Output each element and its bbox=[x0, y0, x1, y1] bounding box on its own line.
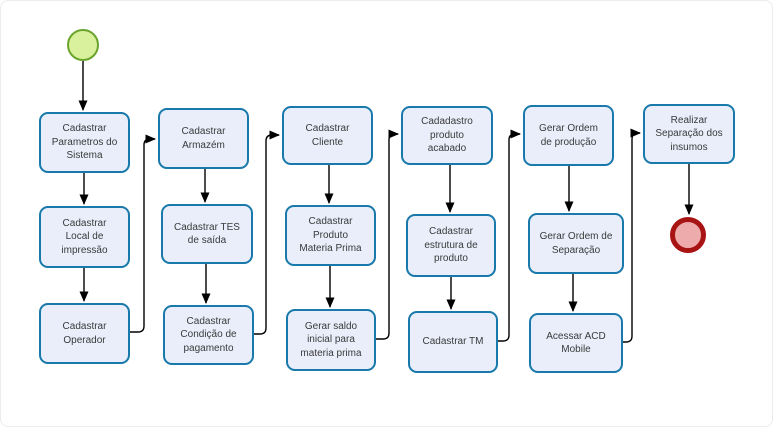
flow-step-label: Gerar Ordem de produção bbox=[539, 123, 598, 148]
flow-step-label: Cadastrar estrutura de produto bbox=[424, 226, 478, 265]
flow-step-label: Cadastrar Local de impressão bbox=[61, 217, 108, 256]
edge-tm-to-ordem-producao bbox=[498, 129, 521, 342]
flow-step-label: Cadastrar Armazém bbox=[181, 126, 226, 151]
flow-step-cadastrar-local-impressao[interactable]: Cadastrar Local de impressão bbox=[39, 206, 130, 268]
edge-acd-to-realizar-separacao bbox=[623, 128, 641, 343]
flow-step-cadastrar-tm[interactable]: Cadastrar TM bbox=[408, 311, 498, 373]
flow-step-realizar-separacao-insumos[interactable]: Realizar Separação dos insumos bbox=[643, 104, 735, 164]
flow-step-label: Cadastrar Produto Materia Prima bbox=[299, 216, 362, 255]
flow-step-cadastrar-armazem[interactable]: Cadastrar Armazém bbox=[158, 108, 249, 169]
flow-step-label: Cadastrar Cliente bbox=[305, 123, 350, 148]
edge-operador-to-armazem bbox=[130, 134, 156, 333]
flow-step-label: Cadastrar Operador bbox=[62, 321, 107, 346]
flow-step-label: Cadadastro produto acabado bbox=[421, 116, 473, 155]
flow-step-cadastrar-produto-materia-prima[interactable]: Cadastrar Produto Materia Prima bbox=[285, 205, 376, 266]
flow-step-label: Cadastrar Parametros do Sistema bbox=[51, 123, 118, 162]
flow-step-gerar-ordem-separacao[interactable]: Gerar Ordem de Separação bbox=[528, 213, 624, 274]
end-event-circle[interactable] bbox=[670, 217, 706, 253]
flow-step-label: Realizar Separação dos insumos bbox=[655, 114, 723, 153]
flow-step-cadastrar-operador[interactable]: Cadastrar Operador bbox=[39, 303, 130, 364]
flow-step-cadastrar-tes-saida[interactable]: Cadastrar TES de saída bbox=[161, 204, 253, 264]
flow-step-gerar-ordem-producao[interactable]: Gerar Ordem de produção bbox=[523, 105, 614, 166]
flow-step-gerar-saldo-inicial[interactable]: Gerar saldo inicial para materia prima bbox=[286, 309, 376, 371]
flow-step-cadastrar-parametros-sistema[interactable]: Cadastrar Parametros do Sistema bbox=[39, 112, 130, 173]
flow-step-cadastrar-cliente[interactable]: Cadastrar Cliente bbox=[282, 106, 373, 165]
flow-step-label: Cadastrar TES de saída bbox=[174, 221, 240, 247]
flow-step-cadastro-produto-acabado[interactable]: Cadadastro produto acabado bbox=[401, 106, 493, 165]
flow-step-label: Gerar saldo inicial para materia prima bbox=[300, 320, 362, 359]
start-event-circle[interactable] bbox=[67, 29, 99, 61]
flow-step-cadastrar-estrutura-produto[interactable]: Cadastrar estrutura de produto bbox=[406, 214, 496, 277]
flow-step-label: Cadastrar TM bbox=[422, 336, 484, 348]
edge-condicao-to-cliente bbox=[254, 130, 280, 335]
flow-step-label: Acessar ACD Mobile bbox=[546, 330, 606, 356]
edge-saldo-to-produto-acabado bbox=[376, 129, 399, 340]
flow-step-cadastrar-condicao-pagamento[interactable]: Cadastrar Condição de pagamento bbox=[163, 305, 254, 365]
flow-step-label: Gerar Ordem de Separação bbox=[539, 231, 613, 256]
flow-step-label: Cadastrar Condição de pagamento bbox=[180, 315, 237, 354]
flow-step-acessar-acd-mobile[interactable]: Acessar ACD Mobile bbox=[529, 313, 623, 373]
